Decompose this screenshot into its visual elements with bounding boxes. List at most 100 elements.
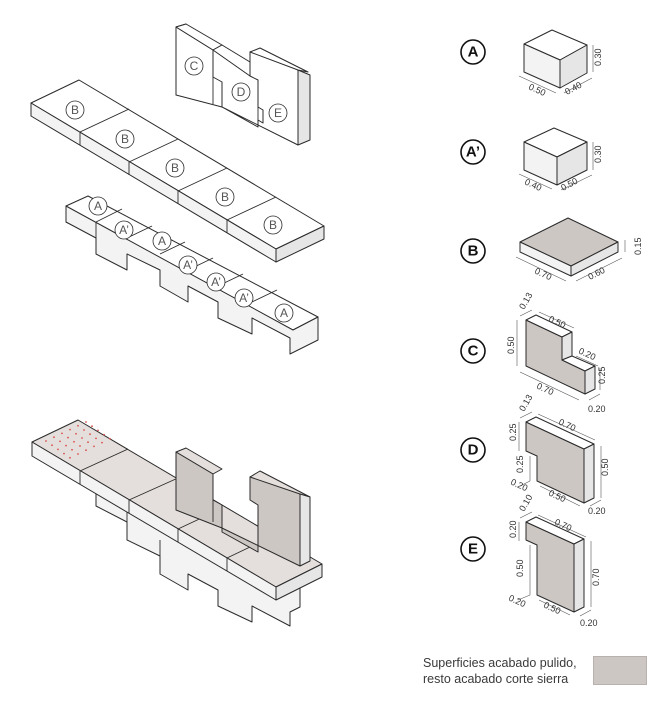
label-b-4: B <box>215 187 235 207</box>
catalog-label-a-prime: A’ <box>460 139 486 165</box>
label-a-prime-3: A’ <box>206 272 226 292</box>
perforation-dot <box>75 432 77 435</box>
svg-text:0.50: 0.50 <box>527 82 547 98</box>
svg-text:0.20: 0.20 <box>588 404 606 414</box>
perforation-dot <box>85 421 87 423</box>
perforation-dot <box>61 432 63 435</box>
label-a-prime-2: A’ <box>178 255 198 275</box>
label-a-3: A <box>274 303 294 323</box>
svg-text:B: B <box>121 132 129 146</box>
svg-text:B: B <box>269 218 277 232</box>
label-b-3: B <box>165 158 185 178</box>
piece-e-top <box>249 47 309 73</box>
perforation-dot <box>59 440 61 443</box>
perforation-dot <box>95 437 97 440</box>
label-b-5: B <box>263 215 283 235</box>
svg-text:0.20: 0.20 <box>508 520 518 538</box>
legend-line-1: Superficies acabado pulido, <box>423 656 577 670</box>
svg-text:A’: A’ <box>183 258 193 272</box>
svg-text:0.70: 0.70 <box>533 266 553 282</box>
svg-text:0.40: 0.40 <box>523 177 543 193</box>
catalog-piece-a: A 0.50 0.40 0.30 <box>460 29 603 98</box>
svg-text:0.20: 0.20 <box>509 477 529 493</box>
svg-text:0.20: 0.20 <box>507 593 527 609</box>
perforation-dot <box>71 448 73 451</box>
svg-text:C: C <box>190 59 199 73</box>
perforation-dots <box>45 421 111 459</box>
perforation-dot <box>103 433 105 436</box>
perforation-dot <box>81 437 83 439</box>
label-d-exploded: D <box>231 82 251 102</box>
perforation-dot <box>73 440 75 443</box>
svg-text:0.25: 0.25 <box>508 423 518 441</box>
perforation-dot <box>79 445 81 447</box>
svg-text:A’: A’ <box>466 144 480 161</box>
svg-text:0.20: 0.20 <box>580 618 598 628</box>
svg-text:E: E <box>274 106 282 120</box>
label-b-1: B <box>65 100 85 120</box>
perforation-dot <box>83 429 85 431</box>
legend-swatch-polished <box>593 656 647 685</box>
label-a-prime-4: A’ <box>234 288 254 308</box>
svg-text:A’: A’ <box>239 291 249 305</box>
svg-text:0.50: 0.50 <box>600 458 610 476</box>
svg-text:A: A <box>280 306 288 320</box>
svg-text:B: B <box>71 103 79 117</box>
assembled-seat-end <box>275 563 323 601</box>
catalog-label-d: D <box>460 437 486 463</box>
piece-e-side <box>297 69 311 146</box>
svg-text:0.15: 0.15 <box>633 237 643 255</box>
label-b-2: B <box>115 129 135 149</box>
catalog-label-c: C <box>460 338 486 364</box>
svg-text:0.70: 0.70 <box>591 568 601 586</box>
catalog-piece-d: D 0.13 0.25 0.70 0.25 0.50 0.20 0.50 0.2… <box>460 393 610 516</box>
svg-text:B: B <box>171 161 179 175</box>
label-c-exploded: C <box>184 56 204 76</box>
perforation-dot <box>91 425 93 428</box>
perforation-dot <box>97 429 99 432</box>
perforation-dot <box>109 437 111 440</box>
svg-text:0.20: 0.20 <box>588 506 606 516</box>
svg-text:E: E <box>468 541 478 558</box>
catalog-label-e: E <box>460 536 486 562</box>
perforation-dot <box>85 449 87 452</box>
perforation-dot <box>45 440 47 442</box>
perforation-dot <box>69 428 71 431</box>
catalog-piece-a-prime: A’ 0.40 0.50 0.30 <box>460 127 603 193</box>
svg-text:0.30: 0.30 <box>593 48 603 66</box>
perforation-dot <box>65 444 67 447</box>
a-row-front <box>65 205 319 355</box>
assembled-bench <box>31 419 323 627</box>
perforation-dot <box>57 448 59 451</box>
perforation-dot <box>89 433 91 436</box>
svg-text:A’: A’ <box>211 275 221 289</box>
svg-text:0.13: 0.13 <box>517 291 534 311</box>
perforation-dot <box>101 441 103 444</box>
perforation-dot <box>53 436 55 439</box>
svg-text:0.30: 0.30 <box>593 145 603 163</box>
perforation-dot <box>93 445 95 448</box>
label-e-exploded: E <box>268 103 288 123</box>
b-row-end <box>275 225 325 263</box>
svg-text:D: D <box>468 442 479 459</box>
catalog-label-a: A <box>460 39 486 65</box>
svg-text:C: C <box>468 343 479 360</box>
svg-text:0.25: 0.25 <box>515 455 525 473</box>
exploded-labels: C D E B B B B B A A’ A A’ A’ A’ A <box>65 56 294 323</box>
legend-line-2: resto acabado corte sierra <box>423 672 569 686</box>
assembled-back-e-side <box>299 493 311 567</box>
legend-text: Superficies acabado pulido, resto acabad… <box>423 655 577 687</box>
svg-text:B: B <box>221 190 229 204</box>
svg-text:A’: A’ <box>119 223 129 237</box>
svg-text:0.70: 0.70 <box>535 381 555 397</box>
perforation-dot <box>67 436 69 439</box>
svg-text:0.50: 0.50 <box>506 336 516 354</box>
perforation-dot <box>51 444 53 447</box>
svg-text:0.13: 0.13 <box>517 393 534 413</box>
catalog-piece-e: E 0.10 0.20 0.70 0.50 0.70 0.20 0.50 0.2… <box>460 493 601 628</box>
catalog-piece-c: C 0.13 0.50 0.50 0.20 0.25 0.70 0.20 <box>460 291 607 414</box>
perforation-dot <box>69 456 71 459</box>
exploded-back-pieces <box>175 23 311 146</box>
perforation-dot <box>63 452 65 455</box>
